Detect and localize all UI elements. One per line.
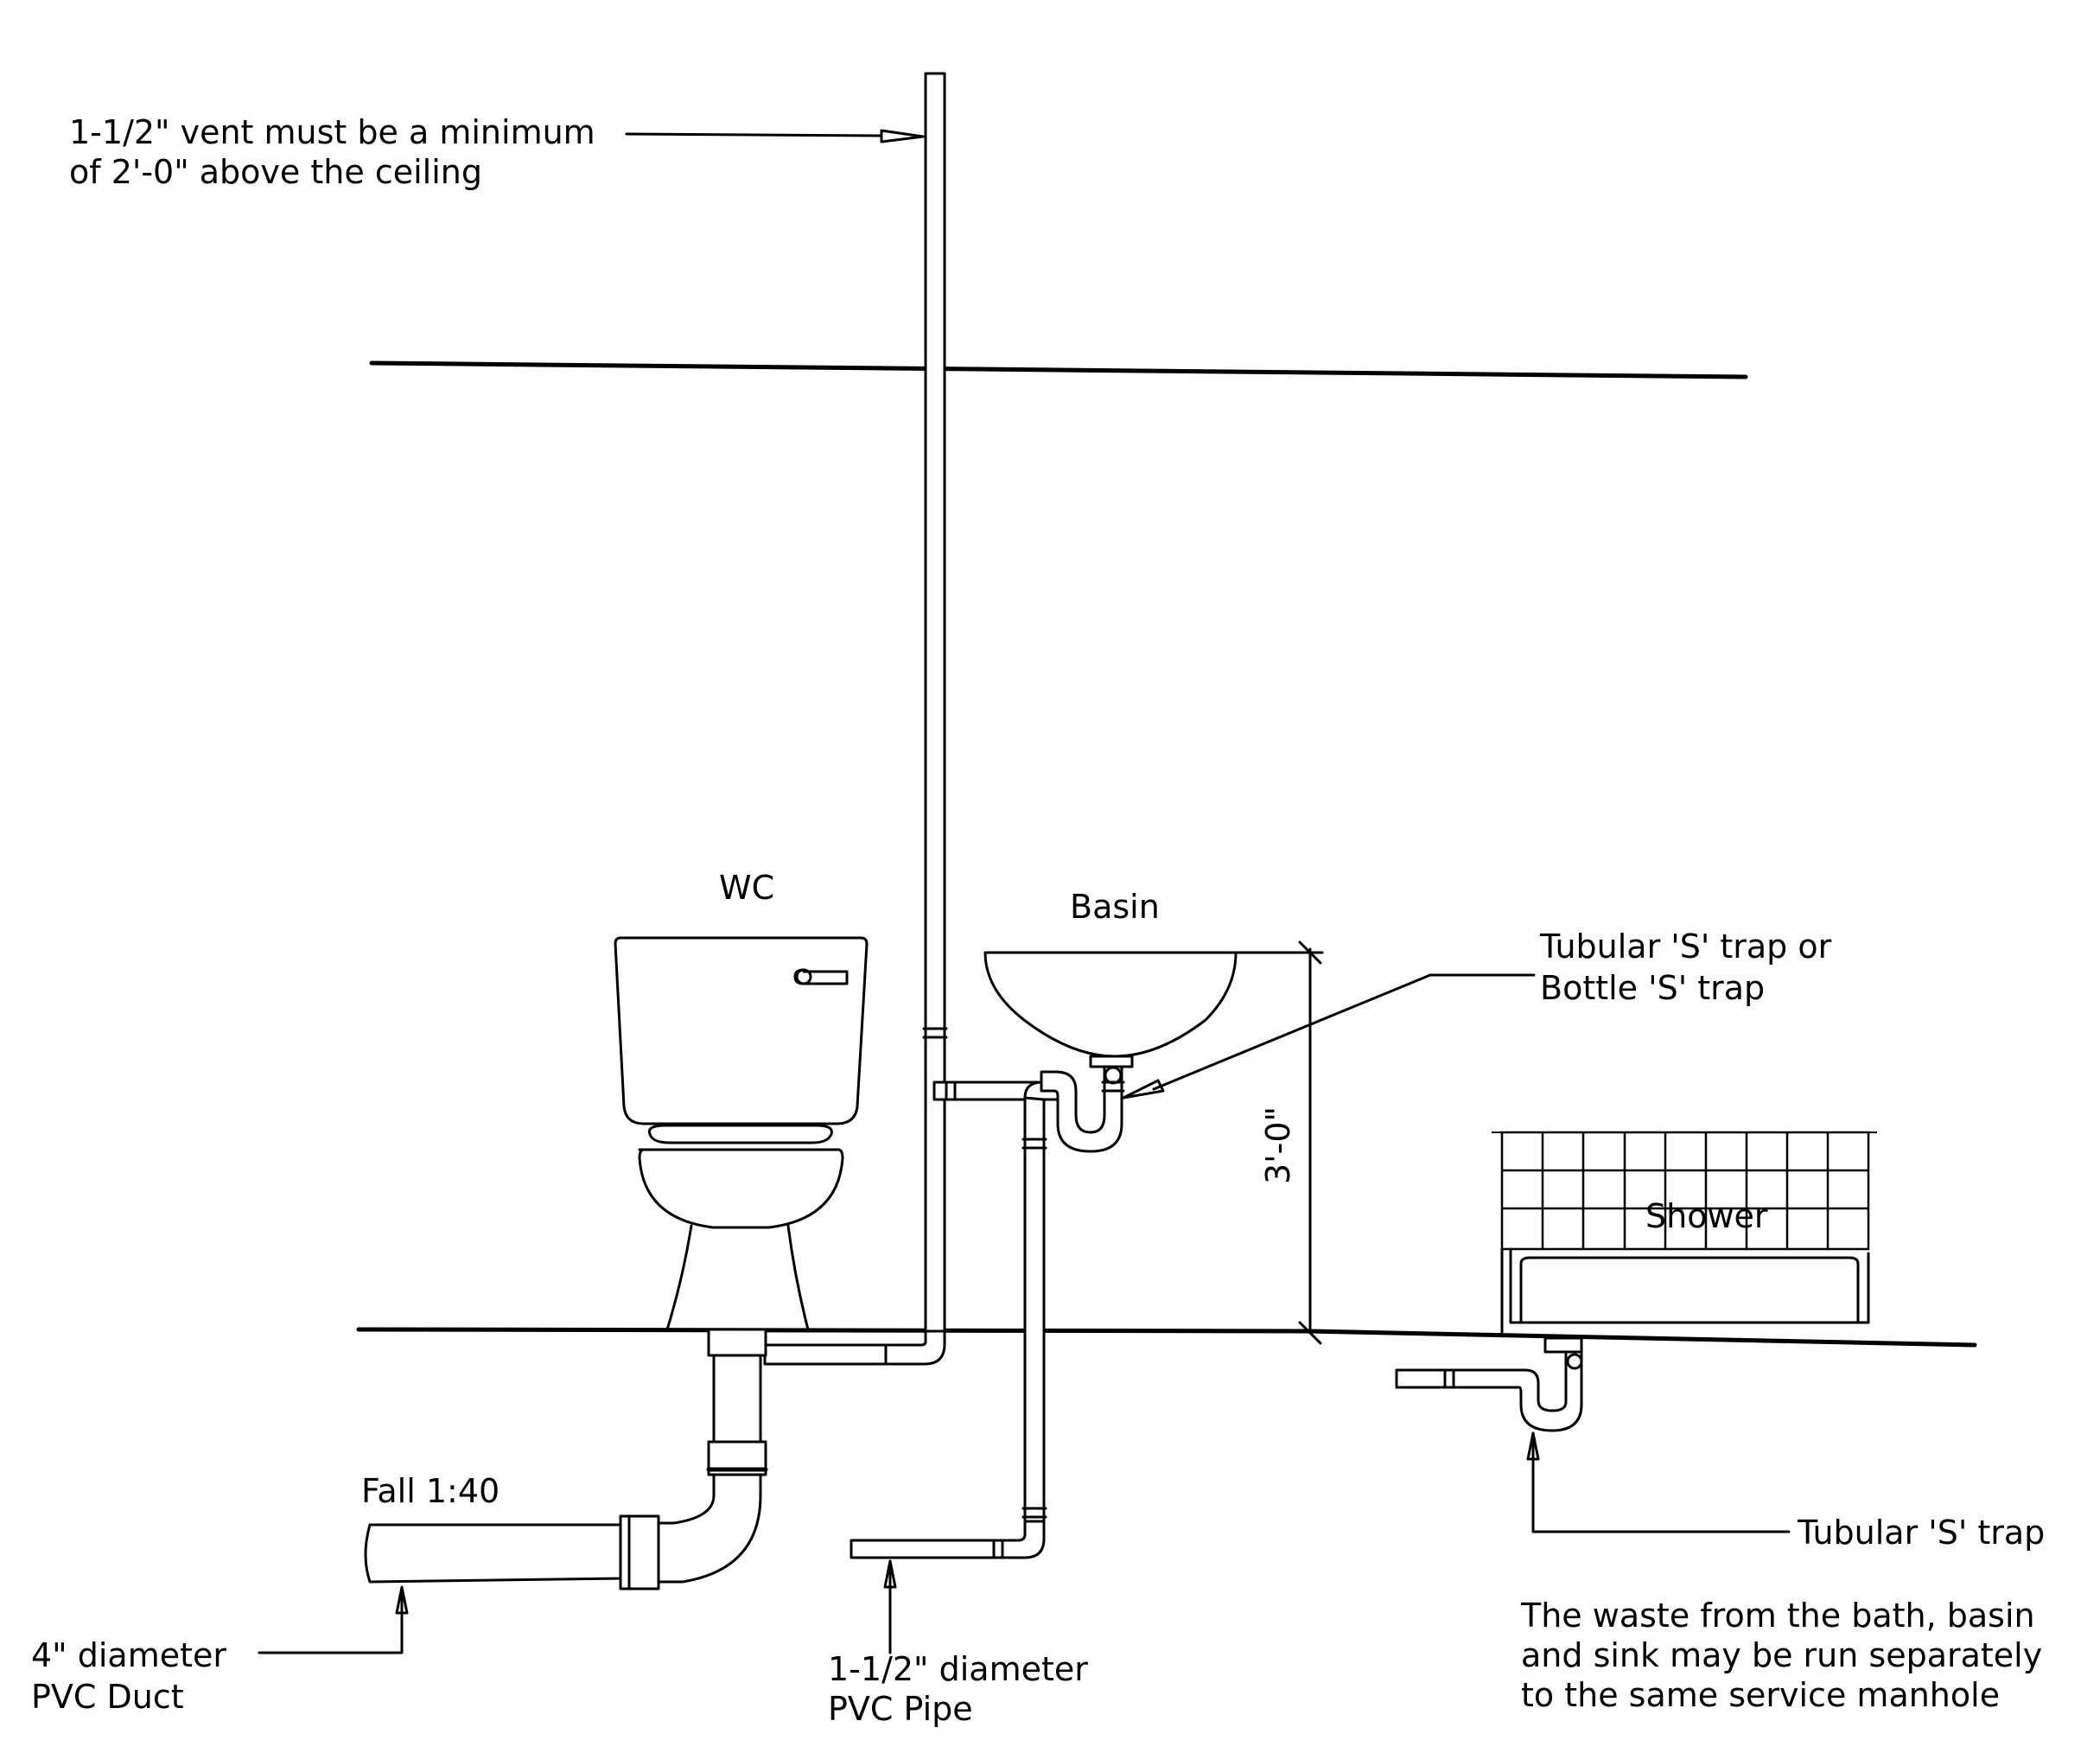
waste-note-line-3: to the same service manhole xyxy=(1521,1676,2000,1714)
pvc-pipe-riser xyxy=(850,1080,1065,1559)
fall-label: Fall 1:40 xyxy=(361,1472,500,1510)
trap-note-line-2: Bottle 'S' trap xyxy=(1540,969,1765,1007)
vent-note-line-2: of 2'-0" above the ceiling xyxy=(69,153,482,191)
floor-line xyxy=(356,1327,1312,1334)
vent-stack xyxy=(763,72,948,1366)
basin-label: Basin xyxy=(1070,888,1160,926)
duct-note-line-2: PVC Duct xyxy=(31,1678,184,1716)
wc-fixture xyxy=(614,936,869,1584)
leader-duct xyxy=(258,1585,409,1654)
wc-label: WC xyxy=(719,869,774,907)
pipe-note-line-1: 1-1/2" diameter xyxy=(828,1650,1088,1688)
duct-note-line-1: 4" diameter xyxy=(31,1636,226,1674)
shower-trap-note: Tubular 'S' trap xyxy=(1797,1514,2045,1552)
pipe-note-line-2: PVC Pipe xyxy=(828,1690,973,1728)
shower-label: Shower xyxy=(1645,1197,1768,1235)
vent-note-line-1: 1-1/2" vent must be a minimum xyxy=(69,113,595,151)
trap-note-line-1: Tubular 'S' trap or xyxy=(1539,927,1832,966)
ceiling-line xyxy=(369,360,1748,379)
leader-trap xyxy=(1122,973,1536,1100)
dimension-3ft xyxy=(1234,940,1324,1345)
waste-note-line-2: and sink may be run separately xyxy=(1521,1636,2042,1674)
dimension-label: 3'-0" xyxy=(1259,1106,1297,1184)
floor-line-shower xyxy=(1307,1329,1977,1348)
basin-fixture xyxy=(983,951,1238,1153)
pvc-duct xyxy=(364,1514,660,1590)
shower-fixture xyxy=(1395,1131,1877,1432)
waste-note-line-1: The waste from the bath, basin xyxy=(1520,1597,2035,1635)
leader-shower-trap xyxy=(1526,1431,1791,1533)
leader-vent xyxy=(625,129,925,143)
basin-vent-branch xyxy=(932,1080,1040,1101)
leader-pipe xyxy=(883,1559,897,1654)
